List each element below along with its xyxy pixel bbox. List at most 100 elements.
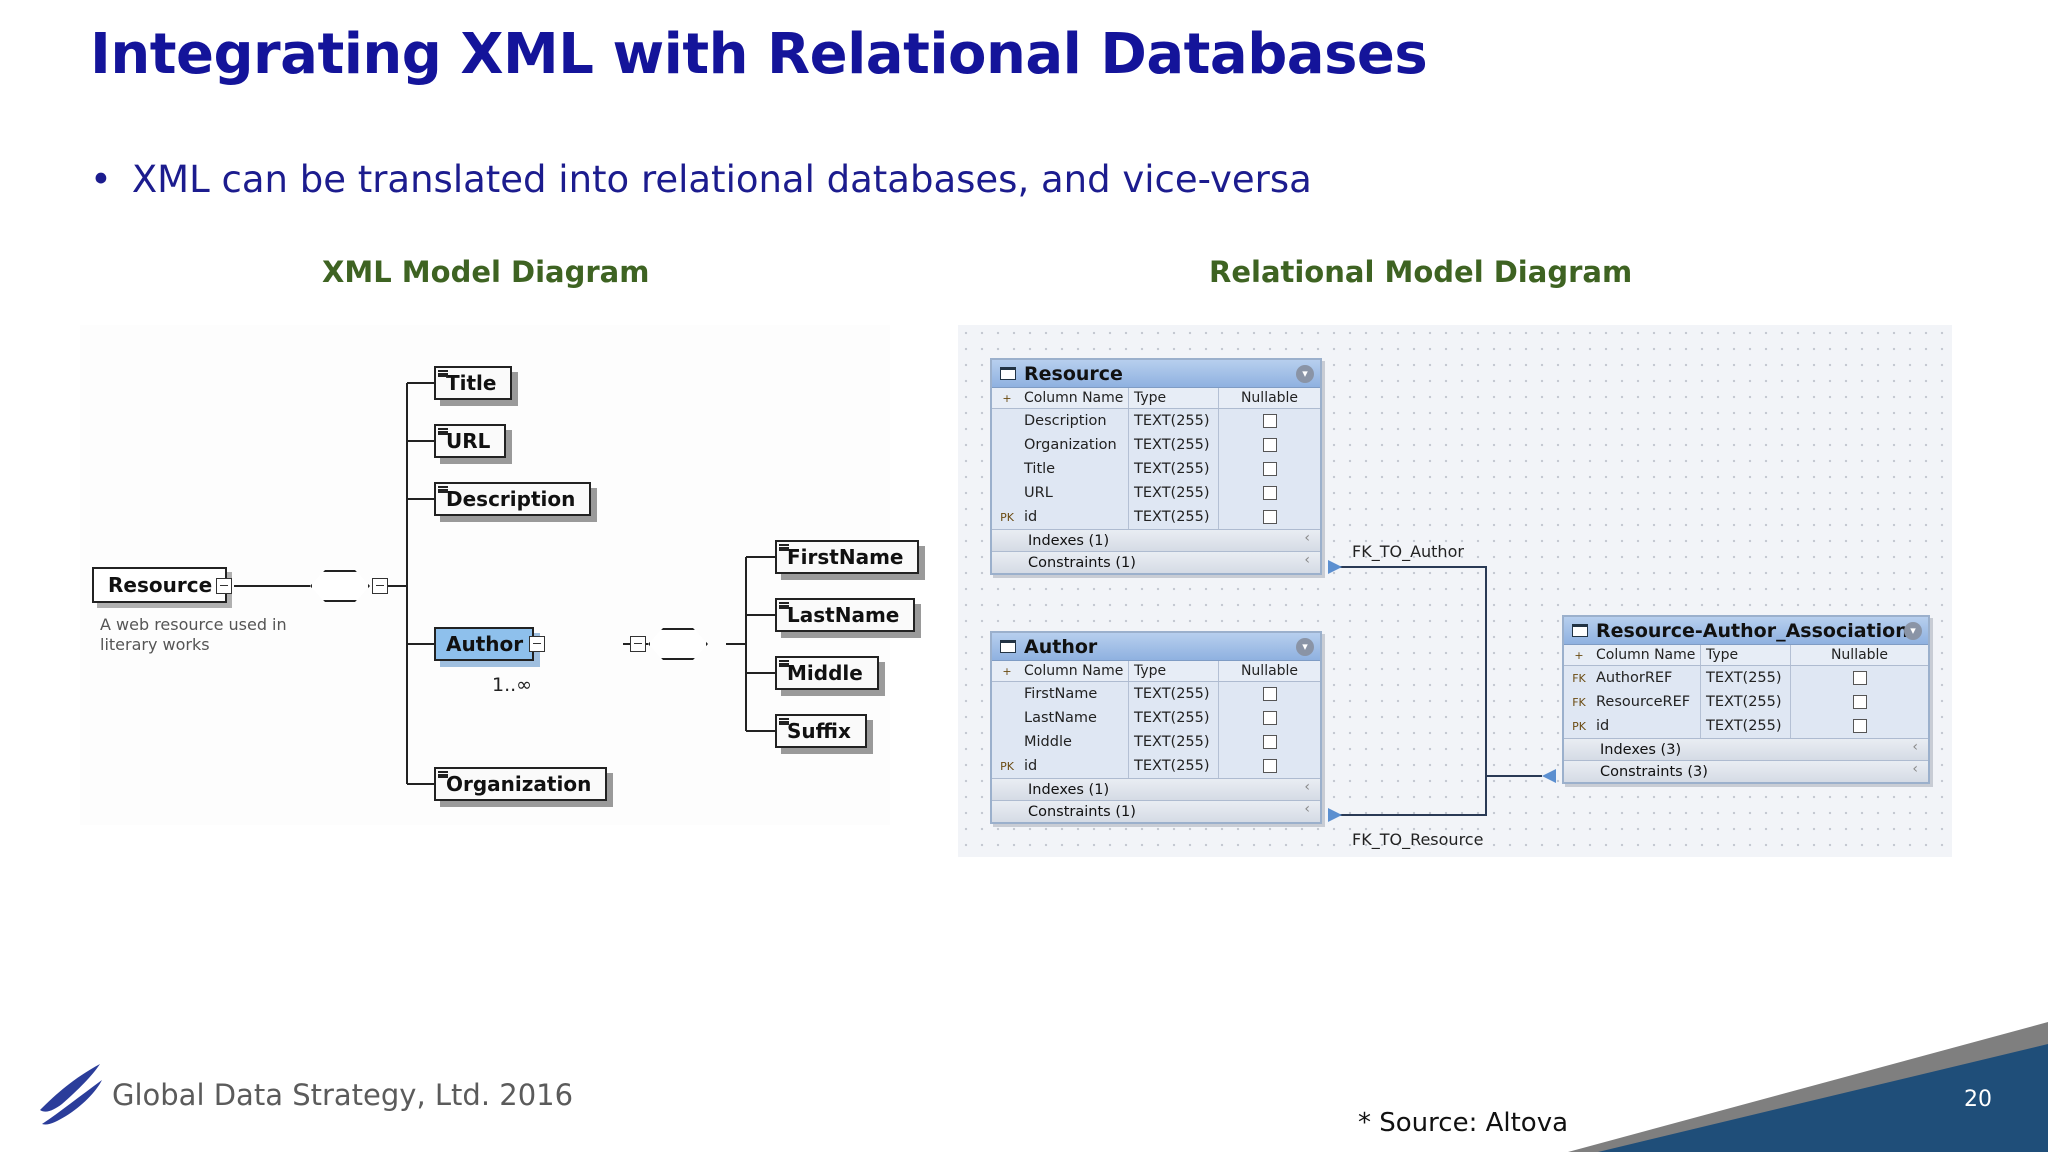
- collapse-icon[interactable]: [529, 636, 545, 652]
- table-resource-author-association[interactable]: Resource-Author_Association▾ + Column Nam…: [1562, 615, 1930, 784]
- element-icon: [438, 771, 448, 778]
- indexes-section[interactable]: Indexes (1): [992, 778, 1320, 800]
- table-header[interactable]: Author ▾: [992, 633, 1320, 661]
- table-header[interactable]: Resource▾: [992, 360, 1320, 388]
- xml-element-description[interactable]: Description: [434, 482, 592, 516]
- nullable-header: Nullable: [1218, 388, 1320, 408]
- collapse-toggle-icon[interactable]: ▾: [1296, 638, 1314, 656]
- element-icon: [438, 370, 448, 377]
- column-name: LastName: [1024, 710, 1097, 726]
- column-type: TEXT(255): [1128, 433, 1218, 457]
- xml-element-firstname[interactable]: FirstName: [775, 540, 920, 574]
- table-header[interactable]: Resource-Author_Association▾: [1564, 617, 1928, 645]
- collapse-toggle-icon[interactable]: ▾: [1296, 365, 1314, 383]
- column-name-header: Column Name: [1024, 390, 1124, 406]
- table-row[interactable]: Organization TEXT(255): [992, 433, 1320, 457]
- nullable-checkbox[interactable]: [1852, 719, 1867, 733]
- nullable-checkbox[interactable]: [1262, 759, 1277, 773]
- collapse-toggle-icon[interactable]: ▾: [1904, 622, 1922, 640]
- column-name: id: [1024, 758, 1038, 774]
- xml-root-resource[interactable]: Resource: [92, 567, 227, 603]
- primary-key-icon: PK: [1000, 510, 1014, 524]
- nullable-header: Nullable: [1790, 645, 1928, 665]
- table-icon: [1000, 367, 1016, 380]
- column-name: Description: [1024, 413, 1107, 429]
- column-name: Organization: [1024, 437, 1117, 453]
- column-type: TEXT(255): [1700, 666, 1790, 690]
- table-name: Author: [1024, 635, 1098, 658]
- company-logo: [40, 1064, 102, 1125]
- type-header: Type: [1128, 661, 1218, 681]
- element-label: URL: [446, 429, 491, 453]
- constraints-section[interactable]: Constraints (1): [992, 800, 1320, 822]
- primary-key-icon: PK: [1000, 759, 1014, 773]
- constraints-section[interactable]: Constraints (3): [1564, 760, 1928, 782]
- fk-to-resource-label: FK_TO_Resource: [1352, 830, 1484, 849]
- author-multiplicity: 1..∞: [492, 674, 532, 696]
- nullable-checkbox[interactable]: [1262, 510, 1277, 524]
- footer-company-text: Global Data Strategy, Ltd. 2016: [112, 1078, 574, 1112]
- column-name-header: Column Name: [1596, 647, 1696, 663]
- nullable-checkbox[interactable]: [1262, 711, 1277, 725]
- column-name: id: [1596, 718, 1610, 734]
- xml-element-lastname[interactable]: LastName: [775, 598, 916, 632]
- nullable-checkbox[interactable]: [1262, 687, 1277, 701]
- xml-element-url[interactable]: URL: [434, 424, 507, 458]
- expand-icon[interactable]: +: [1002, 391, 1012, 405]
- column-name: Title: [1024, 461, 1056, 477]
- expand-icon[interactable]: +: [1574, 648, 1584, 662]
- xml-element-title[interactable]: Title: [434, 366, 513, 400]
- table-icon: [1000, 640, 1016, 653]
- column-type: TEXT(255): [1700, 690, 1790, 714]
- xml-root-label: Resource: [108, 573, 213, 597]
- indexes-section[interactable]: Indexes (3): [1564, 738, 1928, 760]
- nullable-checkbox[interactable]: [1852, 695, 1867, 709]
- collapse-icon[interactable]: [630, 636, 646, 652]
- element-icon: [438, 486, 448, 493]
- table-row[interactable]: FK ResourceREF TEXT(255): [1564, 690, 1928, 714]
- xml-element-suffix[interactable]: Suffix: [775, 714, 867, 748]
- nullable-checkbox[interactable]: [1262, 462, 1277, 476]
- nullable-checkbox[interactable]: [1852, 671, 1867, 685]
- indexes-section[interactable]: Indexes (1): [992, 529, 1320, 551]
- element-icon: [779, 718, 789, 725]
- nullable-checkbox[interactable]: [1262, 735, 1277, 749]
- bullet-dot: •: [90, 158, 112, 201]
- constraints-section[interactable]: Constraints (1): [992, 551, 1320, 573]
- foreign-key-icon: FK: [1572, 695, 1586, 709]
- nullable-checkbox[interactable]: [1262, 414, 1277, 428]
- xml-element-middle[interactable]: Middle: [775, 656, 879, 690]
- relationship-lines: [1328, 560, 1556, 822]
- nullable-checkbox[interactable]: [1262, 438, 1277, 452]
- xml-element-organization[interactable]: Organization: [434, 767, 608, 801]
- nullable-checkbox[interactable]: [1262, 486, 1277, 500]
- column-name: id: [1024, 509, 1038, 525]
- corner-decoration: [1568, 1022, 2048, 1152]
- column-name: URL: [1024, 485, 1053, 501]
- element-icon: [779, 660, 789, 667]
- xml-model-diagram: Resource A web resource used in literary…: [80, 325, 920, 825]
- column-type: TEXT(255): [1128, 682, 1218, 706]
- xml-root-description: A web resource used in literary works: [100, 615, 287, 654]
- column-type: TEXT(255): [1700, 714, 1790, 738]
- table-icon: [1572, 624, 1588, 637]
- xml-element-author[interactable]: Author: [434, 627, 534, 661]
- collapse-icon[interactable]: [216, 578, 232, 594]
- collapse-icon[interactable]: [372, 578, 388, 594]
- column-name: ResourceREF: [1596, 694, 1691, 710]
- expand-icon[interactable]: +: [1002, 664, 1012, 678]
- page-number: 20: [1964, 1087, 1992, 1112]
